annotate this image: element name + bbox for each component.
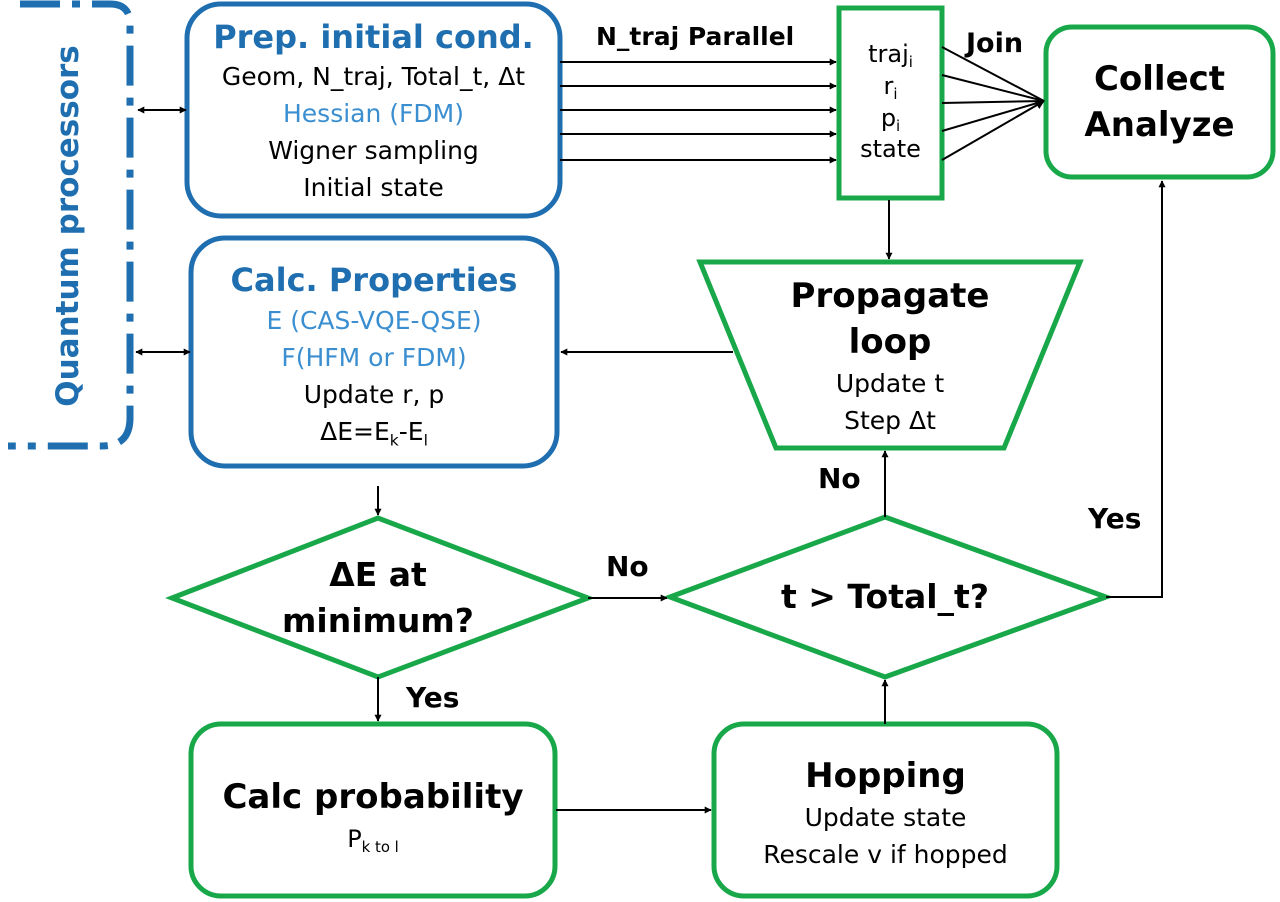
join-label: Join [966,28,1024,59]
calc-title: Calc. Properties [230,261,518,299]
calc-properties-box [188,235,560,469]
propagate-loop-trapezoid [696,259,1084,451]
propagate-text: Propagate loop Update t Step Δt [740,270,1040,442]
calc-text: Calc. Properties E (CAS-VQE-QSE) F(HFM o… [191,238,557,466]
propagate-line3: Update t [835,369,945,398]
label-no-tcheck: No [606,550,649,583]
arrow-tcheck-collect [1106,180,1166,598]
prep-text: Prep. initial cond. Geom, N_traj, Total_… [187,4,560,216]
min-text: ΔE at minimum? [240,552,516,644]
prob-title: Calc probability [222,776,524,817]
quantum-processors-label: Quantum processors [50,45,86,407]
prep-title: Prep. initial cond. [213,18,534,56]
prep-line1: Geom, N_traj, Total_t, Δt [221,62,526,91]
calc-line4: ΔE=Ek-El [320,417,428,450]
propagate-line2: loop [848,322,932,362]
traj-i: traji [868,40,913,72]
calc-line1: E (CAS-VQE-QSE) [266,306,482,335]
prep-line2: Hessian (FDM) [283,99,464,128]
collect-analyze-box [1043,24,1276,180]
label-no-propagate: No [818,462,861,495]
collect-line1: Collect [1093,59,1226,99]
hop-line2: Rescale v if hopped [763,840,1008,869]
join-lines [941,46,1045,161]
calc-probability-box [188,721,558,899]
prob-text: Calc probability Pk to l [191,724,555,896]
traj-state: state [860,135,921,163]
prep-line4: Initial state [303,173,444,202]
min-line2: minimum? [282,601,474,640]
propagate-line1: Propagate [790,276,990,316]
quantum-processors-panel [8,0,134,450]
hop-line1: Update state [804,803,967,832]
calc-line3: Update r, p [303,380,445,409]
hop-text: Hopping Update state Rescale v if hopped [714,724,1057,896]
min-line1: ΔE at [329,555,427,594]
parallel-arrows [560,58,837,164]
parallel-label: N_traj Parallel [596,22,795,51]
collect-line2: Analyze [1084,105,1235,145]
prep-line3: Wigner sampling [268,136,479,165]
p-i: pi [880,104,901,136]
label-yes-collect: Yes [1088,502,1142,535]
hop-title: Hopping [805,756,966,796]
r-i: ri [883,72,898,104]
calc-line2: F(HFM or FDM) [281,343,467,372]
trajectory-text: traji ri pi state [839,8,942,198]
propagate-line4: Step Δt [844,406,936,435]
prob-symbol: Pk to l [347,824,399,856]
label-yes-prob: Yes [406,681,460,714]
tcheck-label: t > Total_t? [781,577,989,616]
tcheck-text: t > Total_t? [740,572,1030,622]
collect-text: Collect Analyze [1046,27,1273,177]
